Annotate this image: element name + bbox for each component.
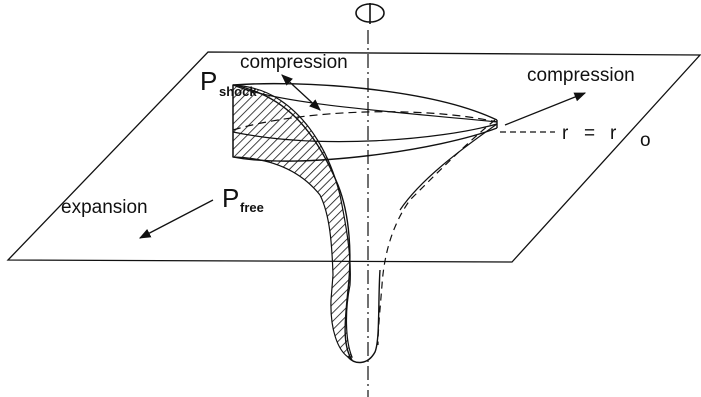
expansion-label: expansion <box>61 197 148 218</box>
disc-middle-front <box>232 123 498 143</box>
radius-r-label: r <box>562 123 569 144</box>
radius-equals: = <box>584 123 595 144</box>
compression-top-arrow <box>281 74 321 111</box>
rotation-icon <box>355 3 385 24</box>
funnel-bottom <box>347 269 381 364</box>
disc-bottom-back <box>232 111 498 131</box>
radius-subscript-o: o <box>640 130 651 151</box>
funnel-right-solid <box>399 123 498 211</box>
compression-right-arrow <box>504 92 587 126</box>
funnel-outer-left <box>232 84 353 361</box>
funnel-hidden-profile <box>377 119 496 346</box>
p-free-subscript: free <box>240 200 264 215</box>
plane-outline <box>6 51 701 263</box>
compression-right-label: compression <box>527 65 635 86</box>
expansion-arrow <box>138 199 214 239</box>
p-shock-symbol: P <box>200 66 217 96</box>
disc-bottom-front <box>232 127 498 162</box>
p-shock-subscript: shock <box>219 84 257 99</box>
radius-r0-label: r <box>610 123 617 144</box>
disc-top-back <box>232 84 498 123</box>
p-free-symbol: P <box>222 183 239 213</box>
disc-top-front <box>232 82 498 121</box>
compression-top-label: compression <box>240 52 348 73</box>
